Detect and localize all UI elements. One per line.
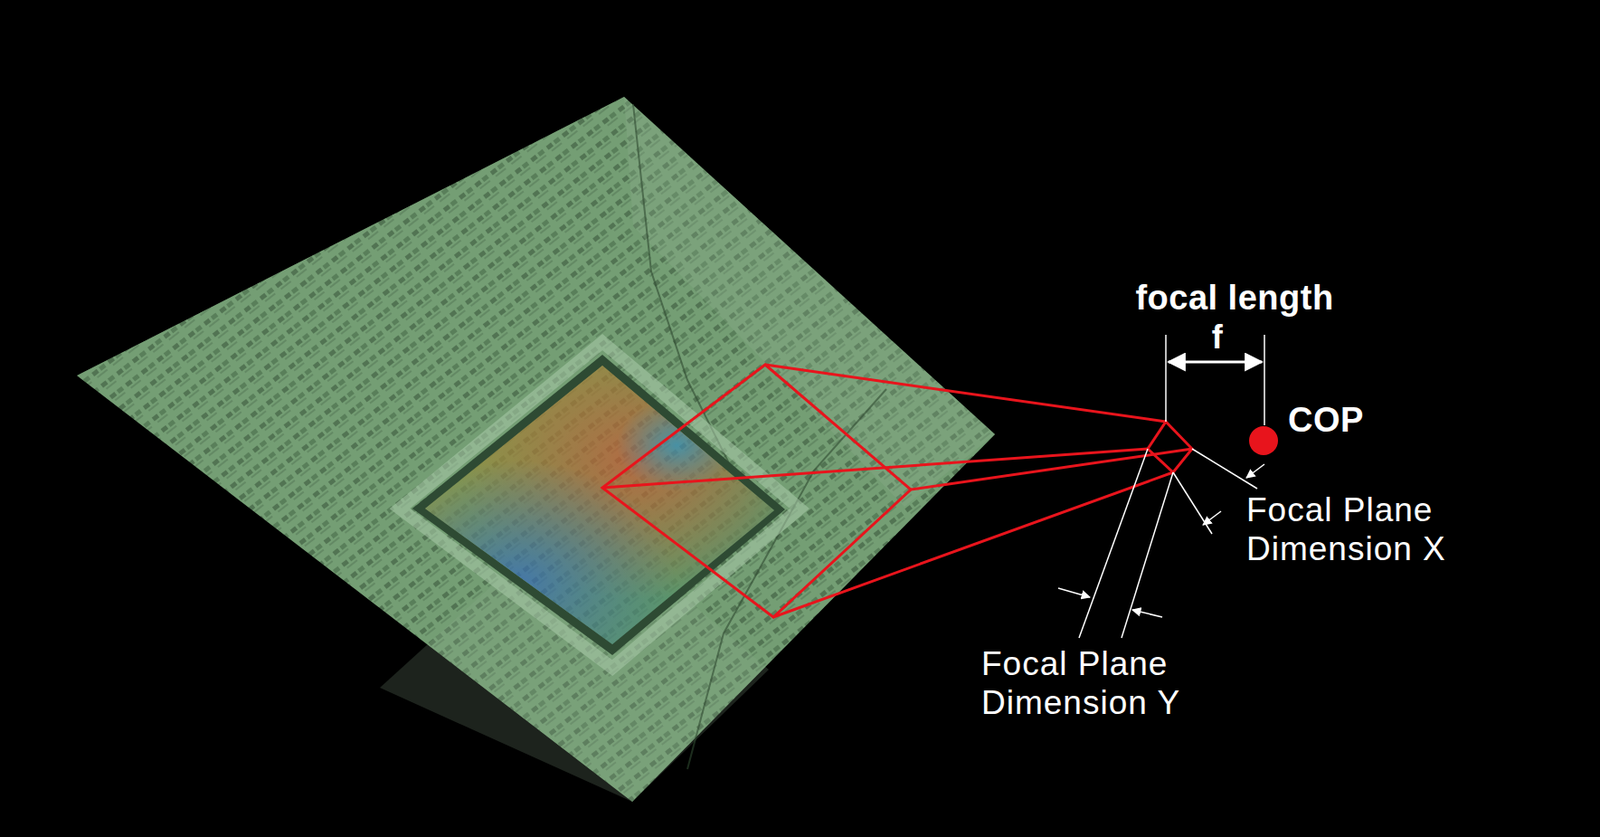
cop-label: COP — [1287, 400, 1415, 441]
view-frustum — [602, 364, 1193, 617]
focal-symbol: f — [1202, 318, 1232, 356]
dimension-y-label: Focal Plane Dimension Y — [981, 644, 1253, 722]
dimension-y-lines — [1058, 448, 1174, 638]
terrain-map — [76, 96, 995, 802]
map-tint — [76, 96, 995, 802]
focal-length-label: focal length — [1089, 278, 1380, 319]
cop-point — [1249, 426, 1279, 455]
dimension-x-label: Focal Plane Dimension X — [1246, 491, 1518, 569]
elevation-area — [397, 352, 796, 661]
